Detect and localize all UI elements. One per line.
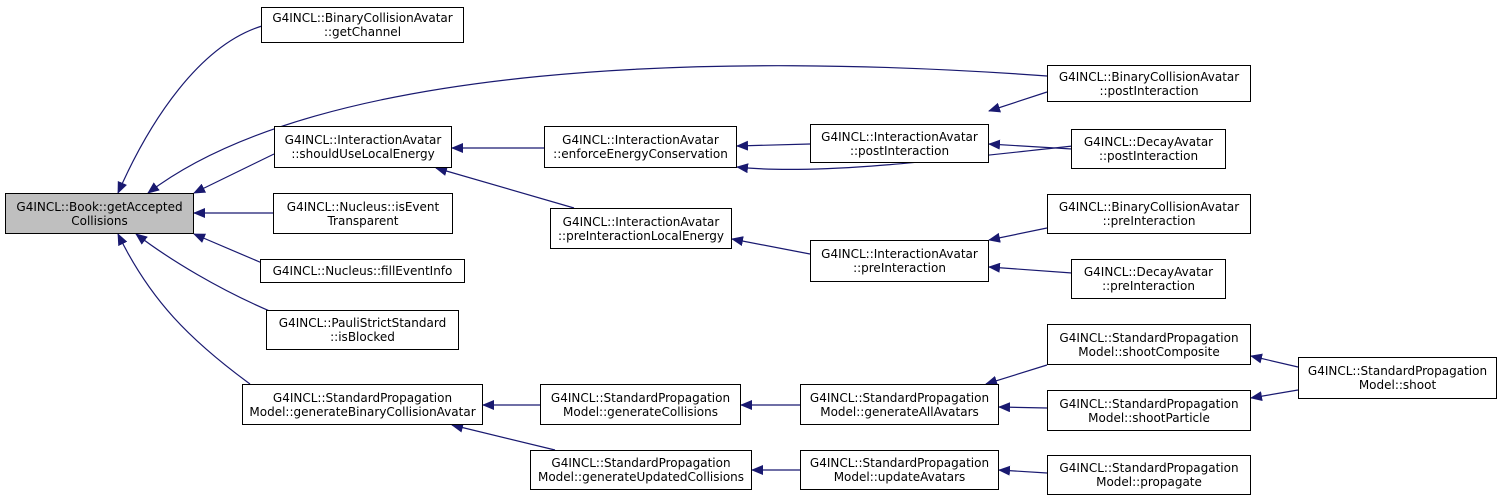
node-interaction-enforceenergyconservation[interactable]: G4INCL::InteractionAvatar::enforceEnergy… [544,126,737,168]
node-interaction-postinteraction[interactable]: G4INCL::InteractionAvatar::postInteracti… [810,124,989,163]
edge-propagate-to-updateavatars [998,465,1048,476]
node-label-line: Model::generateBinaryCollisionAvatar [249,404,476,419]
node-label-line: Collisions [71,213,128,228]
edge-shootcomposite-to-genallavatars [985,364,1048,386]
edge-intpre-to-preintlocal [731,236,811,255]
node-label-line: ::postInteraction [1098,149,1199,163]
node-label-line: G4INCL::StandardPropagation [1059,396,1239,411]
node-label-line: G4INCL::InteractionAvatar [821,247,978,261]
node-label-line: Model::propagate [1096,475,1202,489]
node-label-line: G4INCL::StandardPropagation [1059,461,1239,475]
edge-getchannel-to-root [117,25,263,194]
node-paulistrict-isblocked[interactable]: G4INCL::PauliStrictStandard::isBlocked [266,310,459,350]
node-label-line: ::enforceEnergyConservation [553,147,728,161]
node-label-line: G4INCL::StandardPropagation [272,390,453,405]
edge-decaypost-to-enforce [736,145,1074,174]
edge-intpost-to-enforce [736,140,811,151]
node-label-line: Model::generateAllAvatars [820,404,979,419]
edge-shootparticle-to-genallavatars [998,402,1048,413]
node-label-line: G4INCL::InteractionAvatar [284,133,442,147]
node-binarycol-postinteraction[interactable]: G4INCL::BinaryCollisionAvatar::postInter… [1047,65,1251,102]
edge-binarycolpost-to-intpost [988,91,1048,113]
node-label-line: G4INCL::BinaryCollisionAvatar [1058,200,1240,214]
node-label-line: G4INCL::Book::getAccepted [16,199,183,214]
edge-preintlocal-to-shouldusele [435,166,575,209]
node-nucleus-filleventinfo[interactable]: G4INCL::Nucleus::fillEventInfo [260,259,465,283]
node-label-line: G4INCL::DecayAvatar [1083,265,1214,279]
node-label-line: G4INCL::BinaryCollisionAvatar [272,11,453,25]
edge-filleventinfo-to-root [193,233,263,264]
node-label-line: G4INCL::StandardPropagation [550,390,731,405]
node-label-line: Model::shootComposite [1078,344,1220,359]
node-label-line: ::getChannel [323,25,402,39]
node-binarycol-preinteraction[interactable]: G4INCL::BinaryCollisionAvatar::preIntera… [1047,194,1251,234]
node-interaction-shoulduselocalenergy[interactable]: G4INCL::InteractionAvatar::shouldUseLoca… [274,126,452,168]
node-label-line: G4INCL::StandardPropagation [809,456,990,470]
node-label-line: Model::generateUpdatedCollisions [537,470,745,484]
node-label-line: G4INCL::Nucleus::fillEventInfo [272,264,453,278]
edge-shoot-to-shootparticle [1250,389,1299,402]
node-label-line: G4INCL::InteractionAvatar [821,129,978,144]
node-label-line: G4INCL::BinaryCollisionAvatar [1058,69,1240,84]
node-decay-preinteraction[interactable]: G4INCL::DecayAvatar::preInteraction [1071,259,1226,299]
edge-decaypost-to-intpost [988,139,1073,150]
edge-decaypre-to-intpre [988,262,1073,274]
edge-binarycolpre-to-intpre [988,227,1048,243]
node-label-line: G4INCL::InteractionAvatar [562,214,720,229]
edge-binarycol-post-to-root [147,65,1048,194]
node-interaction-preinteraction[interactable]: G4INCL::InteractionAvatar::preInteractio… [810,240,989,282]
node-label-line: ::postInteraction [1099,83,1199,98]
node-label-line: ::isBlocked [330,330,395,344]
node-interaction-preinteractionlocalenergy[interactable]: G4INCL::InteractionAvatar::preInteractio… [550,208,732,249]
node-label-line: Model::shootParticle [1088,410,1210,425]
node-label-line: Model::shoot [1358,378,1437,392]
node-label-line: Model::generateCollisions [563,404,718,419]
node-label-line: G4INCL::PauliStrictStandard [278,316,447,330]
node-label-line: G4INCL::StandardPropagation [1059,330,1239,345]
edge-shouldusele-to-root [193,153,275,194]
node-label-line: Model::updateAvatars [833,470,966,484]
node-label-line: G4INCL::StandardPropagation [1307,364,1488,378]
node-label-line: ::preInteraction [1102,214,1196,228]
node-label-line: ::preInteraction [853,261,946,275]
node-label-line: G4INCL::StandardPropagation [551,456,731,470]
node-label-line: G4INCL::Nucleus::isEvent [286,199,440,214]
node-label-line: G4INCL::InteractionAvatar [562,133,719,147]
node-binarycol-getchannel[interactable]: G4INCL::BinaryCollisionAvatar::getChanne… [261,7,464,43]
node-decay-postinteraction[interactable]: G4INCL::DecayAvatar::postInteraction [1071,129,1226,169]
edge-shoot-to-shootcomposite [1250,353,1299,368]
node-label-line: ::shouldUseLocalEnergy [291,147,435,161]
node-label-line: ::preInteractionLocalEnergy [558,228,724,243]
node-label-line: ::postInteraction [849,143,950,158]
edge-genbincol-to-root [117,233,251,385]
node-label-line: G4INCL::DecayAvatar [1083,135,1214,149]
edge-isblocked-to-root [135,233,273,313]
node-label-line: Transparent [327,213,399,228]
node-label-line: G4INCL::StandardPropagation [809,390,990,405]
edge-genupdated-to-genbincol [451,422,556,451]
node-label-line: ::preInteraction [1102,279,1195,293]
